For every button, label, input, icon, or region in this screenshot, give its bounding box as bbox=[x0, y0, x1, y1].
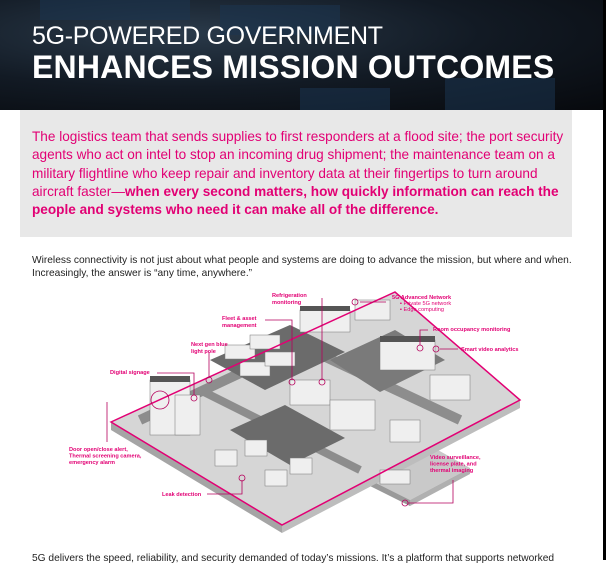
label-room-occupancy: Room occupancy monitoring bbox=[433, 327, 511, 333]
label-digital-signage: Digital signage bbox=[110, 370, 150, 376]
intro-text-regular: The logistics team that sends supplies t… bbox=[32, 129, 564, 199]
label-door-alert: Door open/close alert,Thermal screening … bbox=[69, 447, 142, 466]
network-boundary bbox=[109, 291, 522, 526]
label-5g-network: 5G Advanced Network bbox=[392, 295, 452, 301]
intro-text: The logistics team that sends supplies t… bbox=[32, 128, 564, 219]
hero-banner: 5G-POWERED GOVERNMENT ENHANCES MISSION O… bbox=[0, 0, 606, 110]
intro-callout: The logistics team that sends supplies t… bbox=[20, 110, 572, 237]
body-paragraph-2: 5G delivers the speed, reliability, and … bbox=[32, 553, 555, 564]
page-edge bbox=[603, 0, 606, 560]
label-leak-detection: Leak detection bbox=[162, 492, 202, 498]
body-paragraph-1: Wireless connectivity is not just about … bbox=[32, 255, 572, 279]
label-video-analytics: Smart video analytics bbox=[461, 347, 519, 353]
title-line1: 5G-POWERED GOVERNMENT bbox=[32, 22, 383, 50]
intro-text-emphasis: when every second matters, how quickly i… bbox=[32, 183, 559, 218]
label-private-5g: ▪ Private 5G network bbox=[400, 301, 451, 307]
label-edge-computing: ▪ Edge computing bbox=[400, 307, 444, 313]
title-line2: ENHANCES MISSION OUTCOMES bbox=[32, 49, 555, 85]
